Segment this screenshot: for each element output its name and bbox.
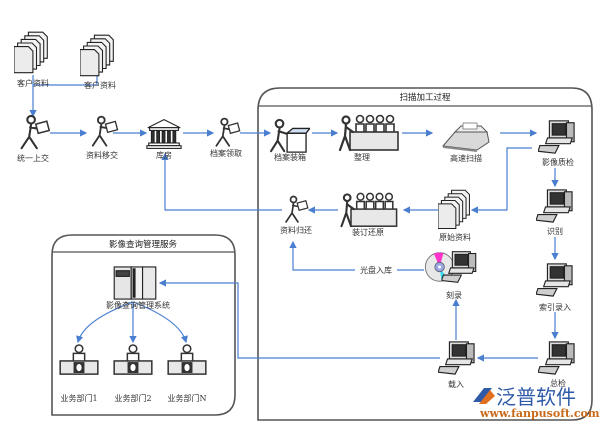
node-doc-transfer: 资料移交 — [86, 115, 119, 160]
computer-icon — [538, 341, 575, 375]
node-organize: 整理 — [338, 114, 400, 162]
node-label: 刻录 — [446, 290, 462, 300]
edge-customer-docs-merge — [33, 76, 98, 86]
node-dept-2: 业务部门2 — [113, 344, 153, 403]
edge-label-cd-storage: 光盘入库 — [360, 265, 392, 275]
node-image-qc: 影像质检 — [538, 120, 575, 167]
edge-return-to-warehouse — [161, 152, 282, 211]
node-label: 原始资料 — [439, 232, 471, 242]
logo-name: 泛普软件 — [496, 385, 576, 409]
node-label: 库房 — [156, 150, 172, 160]
node-doc-return: 资料归还 — [280, 195, 312, 235]
person-carrying-icon — [285, 195, 309, 223]
computer-icon — [438, 341, 475, 375]
scanner-icon — [442, 122, 490, 152]
computer-icon — [538, 120, 575, 154]
node-label: 影像质检 — [542, 157, 574, 167]
node-final-check: 总检 — [538, 341, 575, 388]
node-label: 资料移交 — [86, 150, 118, 160]
document-stack-icon — [80, 34, 114, 77]
scan-process-panel: 扫描加工过程 — [257, 87, 593, 421]
node-label: 统一上交 — [17, 153, 49, 163]
node-label: 载入 — [448, 379, 464, 389]
node-index-entry: 索引录入 — [536, 263, 573, 312]
node-binding-restore: 装订还原 — [340, 192, 398, 237]
computer-icon — [536, 189, 573, 223]
logo-url: www.fanpusoft.com — [479, 407, 600, 420]
node-label: 影像查询管理系统 — [106, 300, 170, 310]
node-label: 业务部门2 — [114, 393, 151, 403]
node-burn: 刻录 — [425, 252, 475, 300]
document-stack-icon — [438, 189, 470, 230]
person-at-desk-icon — [113, 344, 153, 375]
query-panel-title: 影像查询管理服务 — [109, 239, 178, 250]
node-label: 整理 — [354, 152, 370, 162]
node-label: 总检 — [550, 378, 566, 388]
node-dept-n: 业务部门N — [167, 344, 207, 403]
people-at-table-icon — [338, 114, 400, 152]
node-label: 档案装箱 — [274, 152, 306, 162]
node-label: 客户资料 — [84, 80, 116, 90]
person-at-desk-icon — [167, 344, 207, 375]
computer-icon — [536, 263, 573, 297]
edge-system-to-dept1 — [76, 301, 134, 344]
node-label: 资料归还 — [280, 225, 312, 235]
node-label: 识别 — [547, 227, 563, 236]
node-load: 载入 — [438, 341, 475, 389]
person-carrying-icon — [215, 117, 241, 147]
node-warehouse: 库房 — [146, 119, 182, 160]
person-at-desk-icon — [59, 344, 99, 375]
flow-arrows — [29, 75, 559, 362]
node-unified-submit: 统一上交 — [17, 114, 51, 163]
logo-mark-icon — [473, 388, 495, 404]
node-customer-docs-1: 客户资料 — [14, 31, 49, 88]
node-label: 高速扫描 — [450, 153, 482, 163]
bank-building-icon — [146, 119, 182, 149]
query-service-panel: 影像查询管理服务 — [51, 234, 236, 416]
cd-computer-icon — [425, 252, 475, 283]
scan-panel-title: 扫描加工过程 — [399, 92, 451, 103]
server-icon — [113, 266, 157, 300]
node-customer-docs-2: 客户资料 — [80, 34, 116, 90]
node-high-speed-scan: 高速扫描 — [442, 122, 490, 163]
node-recognize: 识别 — [536, 189, 573, 236]
node-query-system: 影像查询管理系统 — [106, 266, 170, 310]
person-carrying-icon — [20, 114, 51, 150]
edge-system-to-deptn — [132, 301, 188, 344]
node-label: 客户资料 — [17, 78, 49, 88]
node-label: 业务部门1 — [60, 393, 97, 403]
node-label: 业务部门N — [168, 393, 207, 403]
edge-load-to-query-system — [158, 279, 440, 359]
person-box-icon — [269, 118, 310, 154]
node-original-docs: 原始资料 — [438, 189, 471, 242]
node-archive-pickup: 档案领取 — [210, 117, 242, 158]
node-archive-boxing: 档案装箱 — [269, 118, 310, 162]
edge-qc-to-original — [470, 147, 532, 214]
node-label: 档案领取 — [210, 148, 242, 158]
fanpu-logo: 泛普软件 www.fanpusoft.com — [473, 385, 600, 420]
node-label: 装订还原 — [352, 227, 384, 237]
people-at-table-icon — [340, 192, 398, 228]
node-label: 索引录入 — [539, 302, 571, 312]
person-carrying-icon — [91, 115, 119, 147]
document-stack-icon — [14, 31, 48, 74]
node-dept-1: 业务部门1 — [59, 344, 99, 403]
